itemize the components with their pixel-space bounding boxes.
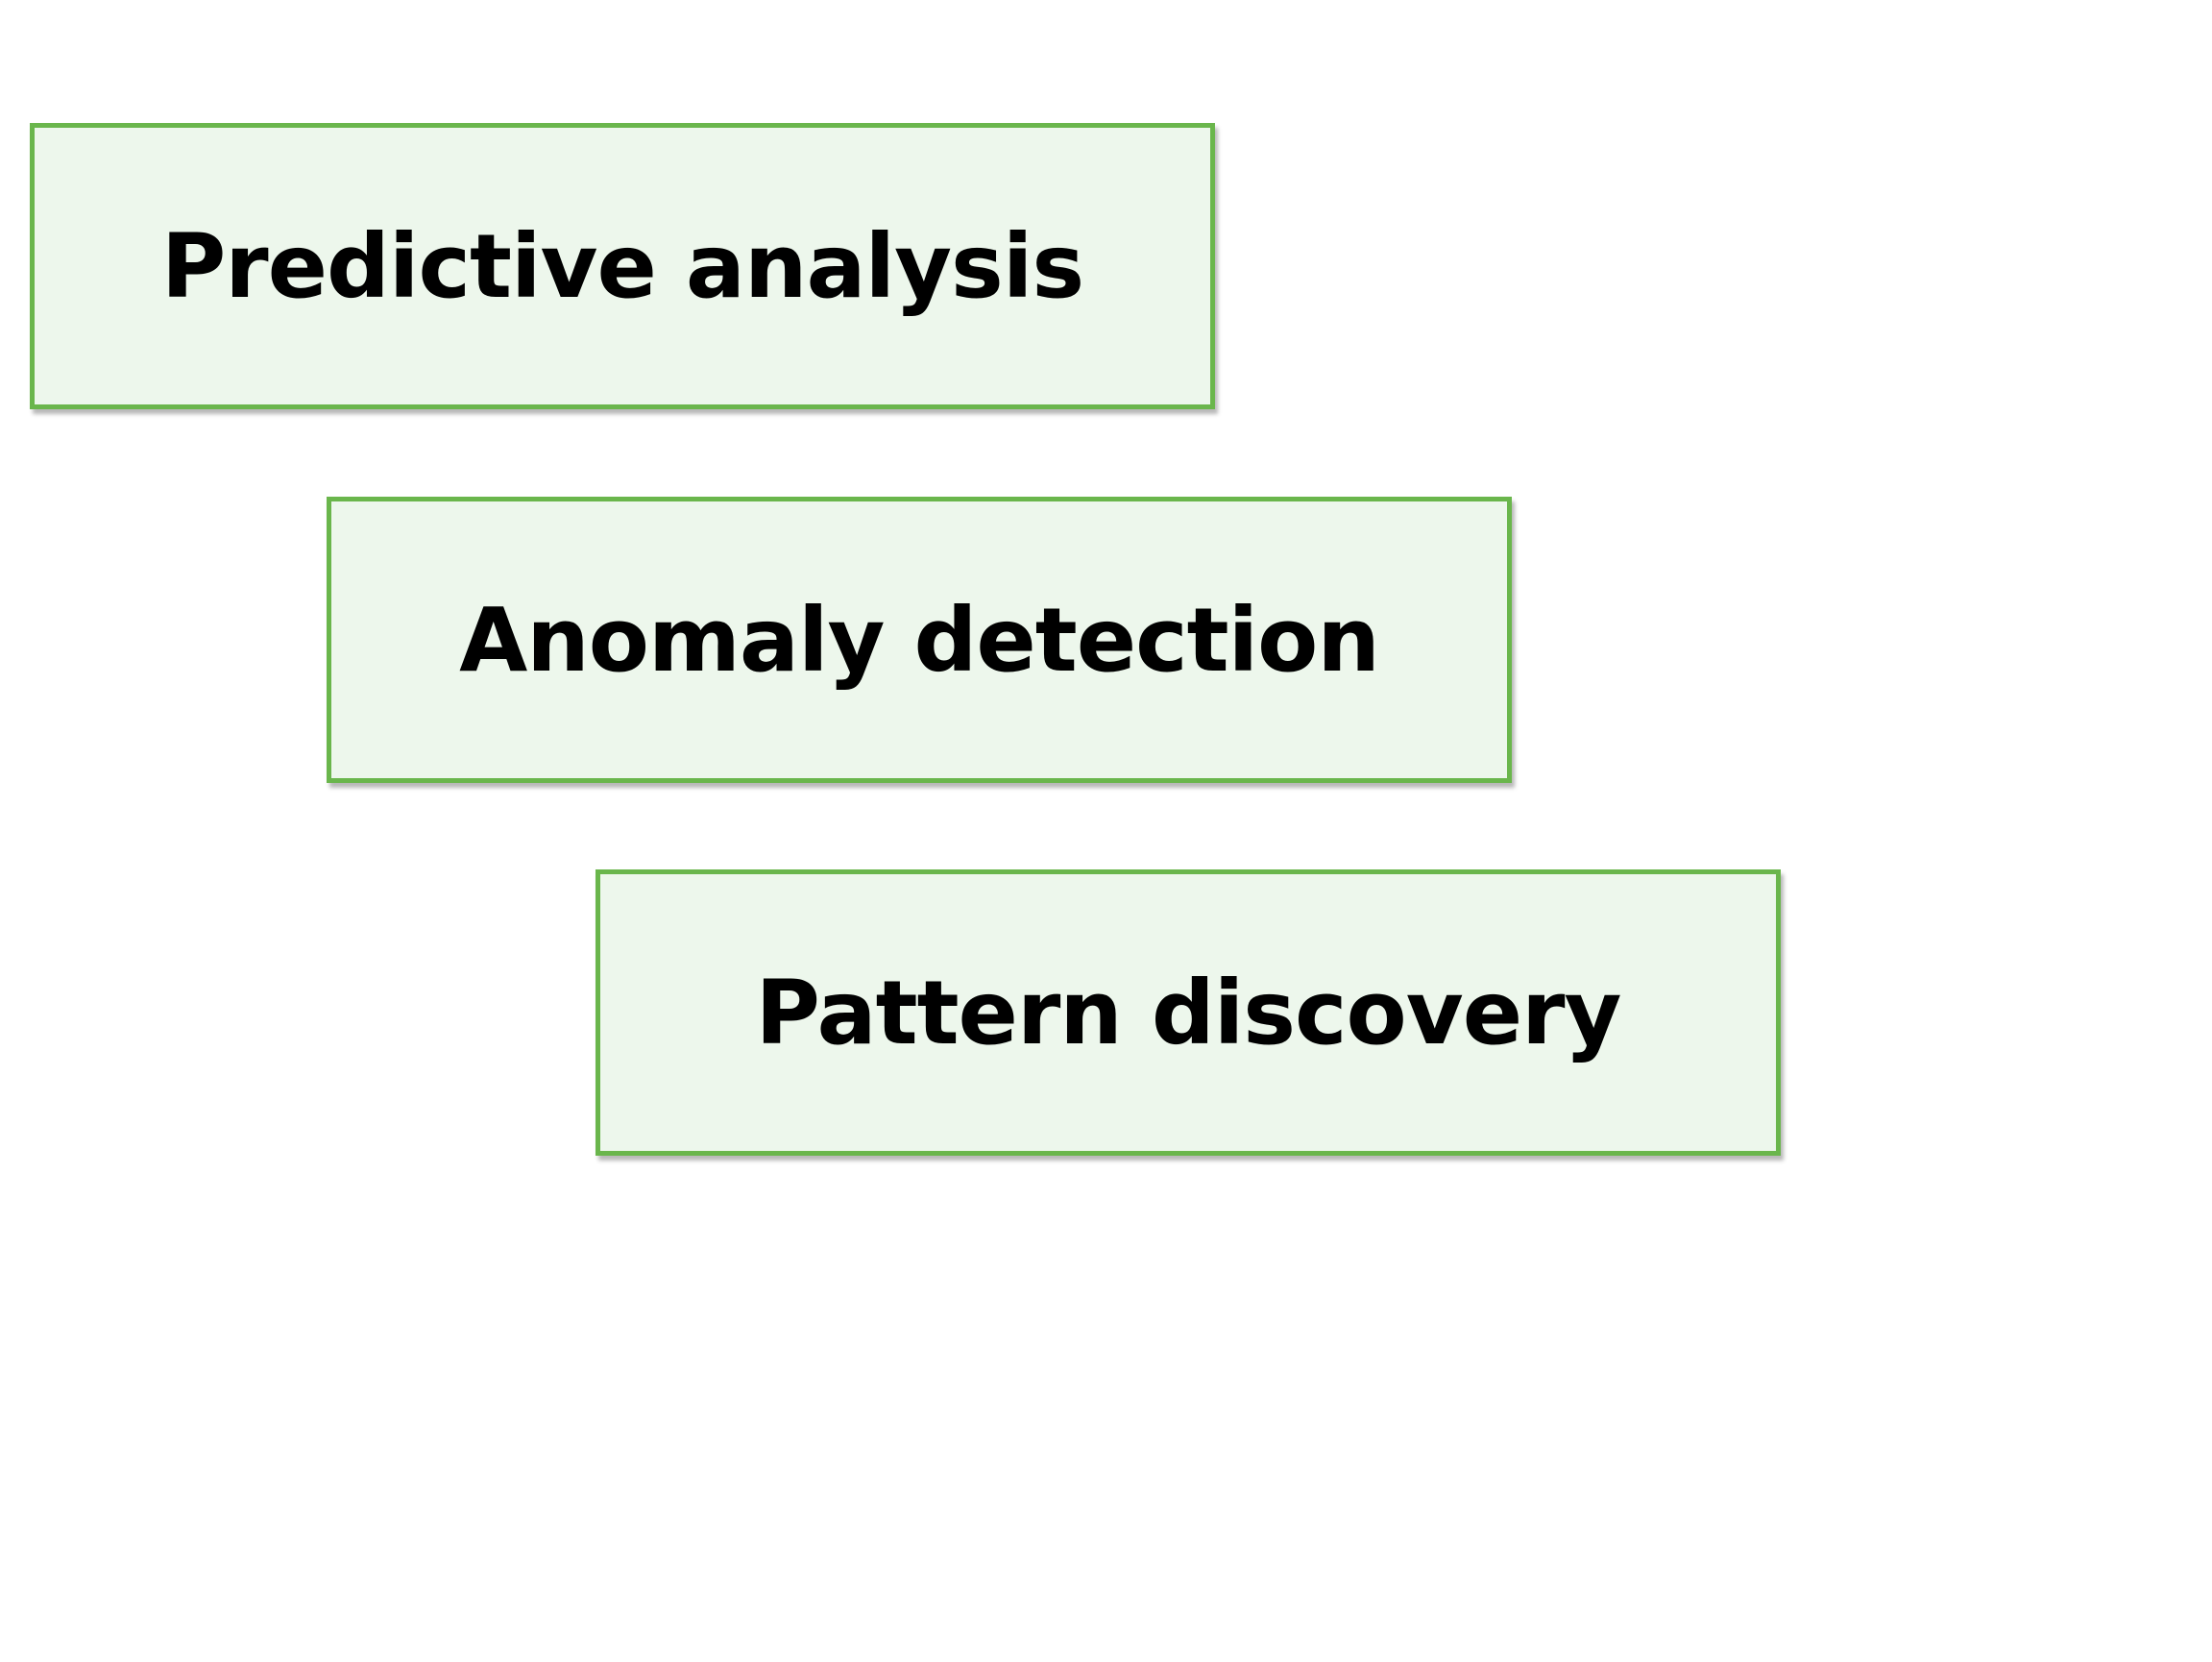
anomaly-detection-box: Anomaly detection (327, 497, 1512, 783)
anomaly-detection-label: Anomaly detection (459, 588, 1380, 692)
pattern-discovery-box: Pattern discovery (596, 869, 1781, 1156)
pattern-discovery-label: Pattern discovery (755, 961, 1622, 1064)
predictive-analysis-box: Predictive analysis (30, 123, 1215, 409)
predictive-analysis-label: Predictive analysis (160, 214, 1084, 318)
